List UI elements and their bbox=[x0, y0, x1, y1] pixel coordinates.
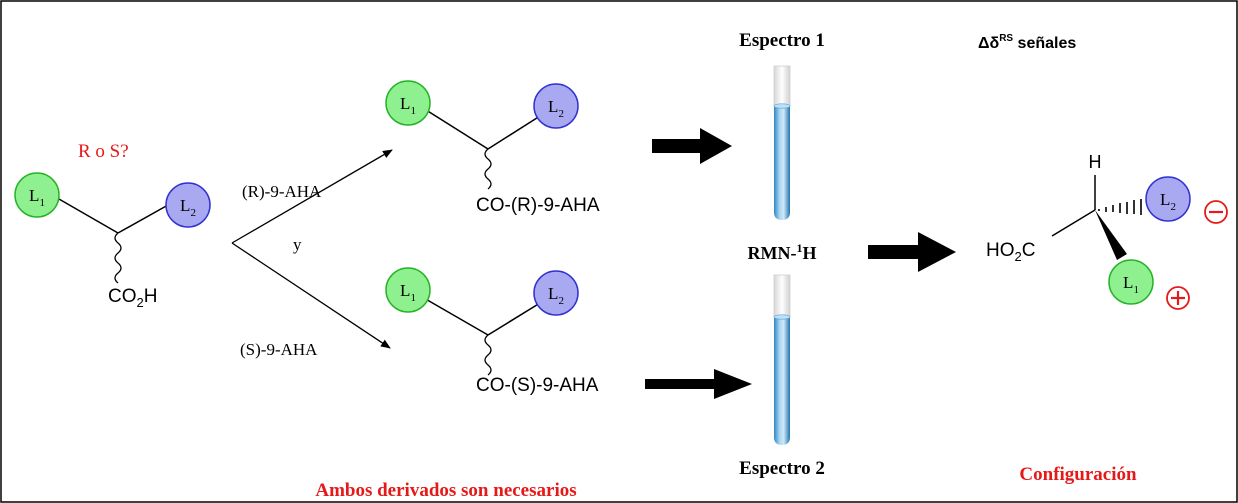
delta-label: ΔδRS señales bbox=[978, 33, 1076, 52]
thick-arrow-config bbox=[868, 232, 956, 272]
l1-circle bbox=[14, 172, 60, 218]
thick-arrows bbox=[645, 128, 956, 399]
r-l2-circle bbox=[533, 83, 579, 129]
r-reagent-label: (R)-9-AHA bbox=[242, 182, 322, 201]
result-molecule: L2 L1 H HO2C bbox=[986, 152, 1228, 310]
result-l2-circle bbox=[1145, 176, 1191, 222]
nmr-label: RMN-1H bbox=[748, 241, 817, 263]
s-l2-label: L2 bbox=[548, 284, 564, 307]
s-ester-label: CO-(S)-9-AHA bbox=[476, 375, 599, 396]
result-l1-label: L1 bbox=[1123, 273, 1139, 296]
arrow-to-r bbox=[231, 149, 393, 244]
thick-arrow-r bbox=[652, 128, 732, 164]
wavy-bond-r bbox=[484, 148, 492, 190]
wavy-bond-s bbox=[484, 334, 492, 376]
result-l1-circle bbox=[1108, 259, 1154, 305]
conjunction-label: y bbox=[293, 235, 302, 254]
spectrum-1-label: Espectro 1 bbox=[739, 30, 825, 51]
solid-wedge bbox=[1095, 210, 1127, 260]
thick-arrow-s bbox=[645, 369, 752, 399]
r-l1-label: L1 bbox=[400, 94, 416, 117]
starting-acid: L1 L2 R o S? CO2H bbox=[14, 141, 211, 310]
spectrum-2-label: Espectro 2 bbox=[739, 458, 825, 479]
acid-label: CO2H bbox=[108, 286, 157, 310]
r-l2-label: L2 bbox=[548, 97, 564, 120]
s-l2-circle bbox=[533, 270, 579, 316]
bond-l1-center bbox=[51, 194, 119, 234]
l1-label: L1 bbox=[29, 186, 45, 209]
wavy-bond bbox=[114, 232, 122, 284]
bond-c-cooh bbox=[1051, 209, 1096, 237]
nmr-tube-2 bbox=[773, 274, 791, 445]
configuration-label: Configuración bbox=[1019, 464, 1137, 485]
nmr-tube-1 bbox=[773, 65, 791, 220]
bond-s-l2 bbox=[487, 302, 541, 336]
r-l1-circle bbox=[385, 80, 431, 126]
minus-sign-icon bbox=[1204, 200, 1228, 224]
branch-arrows: (R)-9-AHA y (S)-9-AHA bbox=[231, 149, 393, 359]
s-l1-label: L1 bbox=[400, 281, 416, 304]
l2-label: L2 bbox=[180, 196, 196, 219]
s-reagent-label: (S)-9-AHA bbox=[240, 340, 318, 359]
bond-r-l2 bbox=[487, 115, 541, 150]
s-l1-circle bbox=[385, 267, 431, 313]
question-label: R o S? bbox=[78, 141, 129, 162]
hashed-wedge bbox=[1098, 199, 1142, 215]
r-ester-label: CO-(R)-9-AHA bbox=[476, 195, 600, 216]
arrow-to-s bbox=[231, 242, 391, 349]
h-atom-label: H bbox=[1089, 152, 1102, 172]
l2-circle bbox=[165, 182, 211, 228]
caption-label: Ambos derivados son necesarios bbox=[315, 480, 576, 501]
bond-center-l2 bbox=[117, 204, 169, 234]
plus-sign-icon bbox=[1166, 286, 1190, 310]
s-derivative: L1 L2 CO-(S)-9-AHA bbox=[385, 267, 599, 396]
result-l2-label: L2 bbox=[1160, 190, 1176, 213]
ho2c-label: HO2C bbox=[986, 240, 1035, 264]
r-derivative: L1 L2 CO-(R)-9-AHA bbox=[385, 80, 600, 216]
